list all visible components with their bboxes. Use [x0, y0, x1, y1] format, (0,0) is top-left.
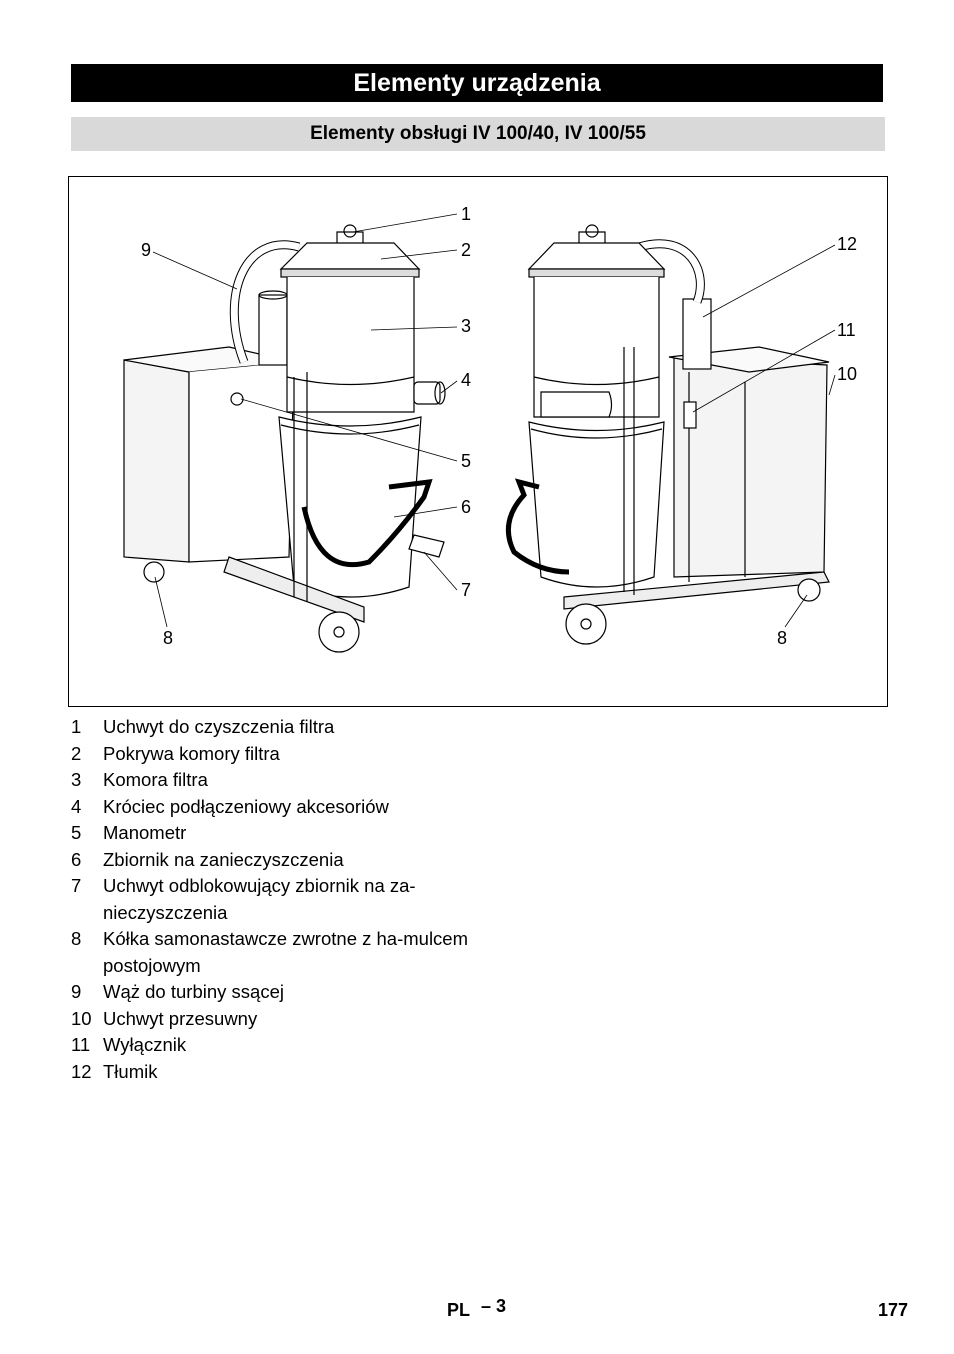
callout-8-left: 8 [163, 628, 173, 648]
callout-10: 10 [837, 364, 857, 384]
callout-5: 5 [461, 451, 471, 471]
callout-12: 12 [837, 234, 857, 254]
callout-4: 4 [461, 370, 471, 390]
section-subtitle: Elementy obsługi IV 100/40, IV 100/55 [71, 117, 885, 151]
section-title: Elementy urządzenia [71, 64, 883, 102]
callout-3: 3 [461, 316, 471, 336]
vacuum-drawing: 1 2 3 4 5 6 7 8 9 [123, 204, 857, 653]
device-illustration: 1 2 3 4 5 6 7 8 9 [68, 176, 888, 707]
callout-7: 7 [461, 580, 471, 600]
left-machine: 1 2 3 4 5 6 7 8 9 [123, 204, 471, 653]
callout-8-right: 8 [777, 628, 787, 648]
footer-section-page: – 3 [481, 1296, 507, 1316]
footer-page-number: 177 [878, 1300, 909, 1320]
callout-2: 2 [461, 240, 471, 260]
callout-6: 6 [461, 497, 471, 517]
callout-9: 9 [141, 240, 151, 260]
right-machine: 8 12 11 10 [505, 224, 857, 648]
callout-11: 11 [837, 320, 856, 340]
footer-language: PL [447, 1300, 471, 1320]
callout-1: 1 [461, 204, 471, 224]
